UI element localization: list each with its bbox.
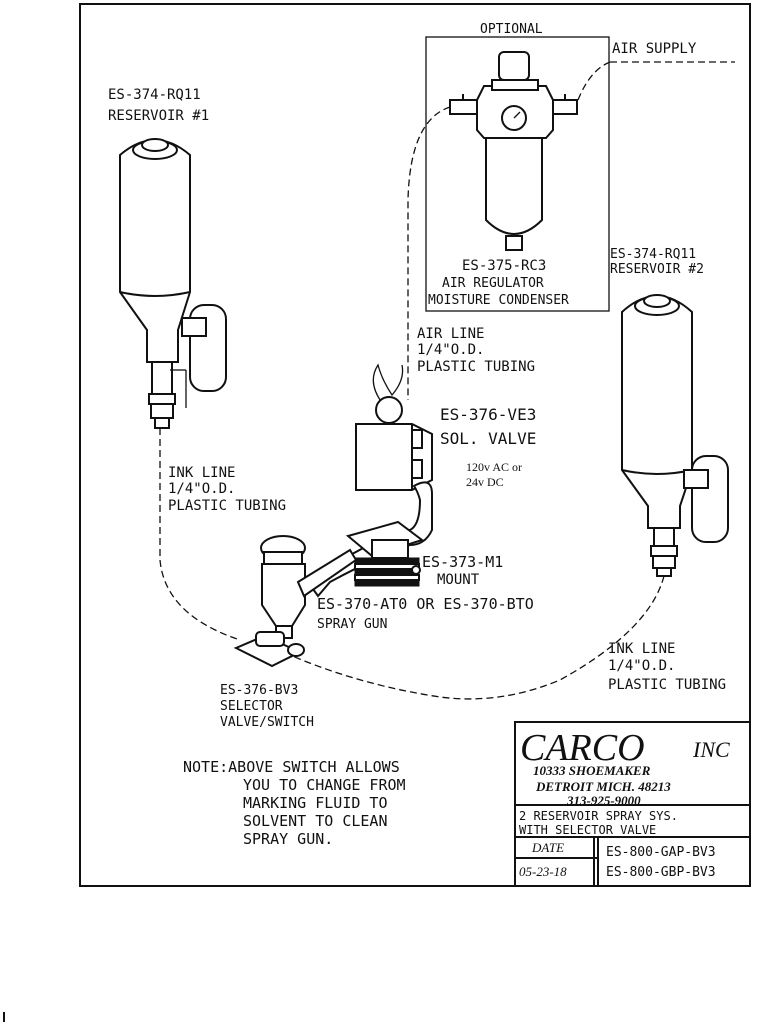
air-supply-line bbox=[577, 61, 611, 101]
selector-part-number: ES-376-BV3 bbox=[220, 683, 298, 698]
ink-line-right-label-3: PLASTIC TUBING bbox=[608, 677, 726, 693]
ink-line-right-label-2: 1/4"O.D. bbox=[608, 658, 675, 674]
optional-label: OPTIONAL bbox=[480, 22, 543, 37]
spray-gun-drawing bbox=[233, 535, 358, 668]
ink-line-left-path bbox=[159, 428, 241, 641]
sol-valve-part-number: ES-376-VE3 bbox=[440, 405, 536, 424]
spray-gun-part-number: ES-370-AT0 OR ES-370-BTO bbox=[317, 595, 534, 613]
company-phone: 313-925-9000 bbox=[566, 793, 641, 808]
drawing-border bbox=[79, 3, 751, 887]
regulator-part-number: ES-375-RC3 bbox=[462, 258, 546, 274]
note-line-3: MARKING FLUID TO bbox=[243, 794, 388, 812]
selector-line-2: VALVE/SWITCH bbox=[220, 715, 314, 730]
selector-line-1: SELECTOR bbox=[220, 699, 283, 714]
regulator-line-1: AIR REGULATOR bbox=[442, 276, 544, 291]
ink-line-left-label-1: INK LINE bbox=[168, 465, 235, 481]
air-supply-label: AIR SUPPLY bbox=[612, 41, 697, 57]
sol-valve-name: SOL. VALVE bbox=[440, 429, 536, 448]
reservoir2-part-number: ES-374-RQ11 bbox=[610, 247, 696, 262]
air-line-path bbox=[407, 106, 451, 400]
mount-name: MOUNT bbox=[437, 572, 480, 588]
scan-mark bbox=[3, 1012, 5, 1022]
date-value: 05-23-18 bbox=[519, 864, 567, 879]
spray-gun-name: SPRAY GUN bbox=[317, 617, 387, 632]
company-name: CARCO bbox=[520, 727, 645, 769]
reservoir1-name: RESERVOIR #1 bbox=[108, 108, 209, 124]
part-number-2: ES-800-GBP-BV3 bbox=[606, 865, 716, 880]
note-line-4: SOLVENT TO CLEAN bbox=[243, 812, 388, 830]
company-suffix: INC bbox=[692, 737, 730, 762]
air-line-label-2: 1/4"O.D. bbox=[417, 342, 484, 358]
air-regulator-drawing bbox=[449, 51, 578, 251]
company-address-1: 10333 SHOEMAKER bbox=[533, 763, 651, 778]
title-block bbox=[514, 721, 751, 887]
reservoir1-part-number: ES-374-RQ11 bbox=[108, 87, 201, 103]
air-line-label-1: AIR LINE bbox=[417, 326, 484, 342]
date-label: DATE bbox=[531, 840, 564, 855]
reservoir2-drawing bbox=[621, 294, 729, 577]
note-line-1: NOTE:ABOVE SWITCH ALLOWS bbox=[183, 758, 400, 776]
mount-drawing bbox=[345, 520, 425, 587]
optional-box bbox=[425, 36, 610, 312]
ink-line-left-label-3: PLASTIC TUBING bbox=[168, 498, 286, 514]
voltage-line-2: 24v DC bbox=[466, 475, 504, 489]
ink-line-right-label-1: INK LINE bbox=[608, 641, 675, 657]
regulator-line-2: MOISTURE CONDENSER bbox=[428, 293, 569, 308]
note-line-5: SPRAY GUN. bbox=[243, 830, 333, 848]
reservoir1-drawing bbox=[119, 138, 227, 429]
mount-part-number: ES-373-M1 bbox=[422, 553, 503, 571]
voltage-line-1: 120v AC or bbox=[466, 460, 522, 474]
reservoir2-name: RESERVOIR #2 bbox=[610, 262, 704, 277]
system-description-2: WITH SELECTOR VALVE bbox=[519, 823, 656, 837]
ink-line-left-label-2: 1/4"O.D. bbox=[168, 481, 235, 497]
note-line-2: YOU TO CHANGE FROM bbox=[243, 776, 406, 794]
ink-line-right-path bbox=[289, 575, 665, 700]
air-line-label-3: PLASTIC TUBING bbox=[417, 359, 535, 375]
solenoid-valve-drawing bbox=[355, 363, 433, 547]
company-address-2: DETROIT MICH. 48213 bbox=[535, 779, 671, 794]
part-number-1: ES-800-GAP-BV3 bbox=[606, 845, 716, 860]
system-description-1: 2 RESERVOIR SPRAY SYS. bbox=[519, 809, 678, 823]
